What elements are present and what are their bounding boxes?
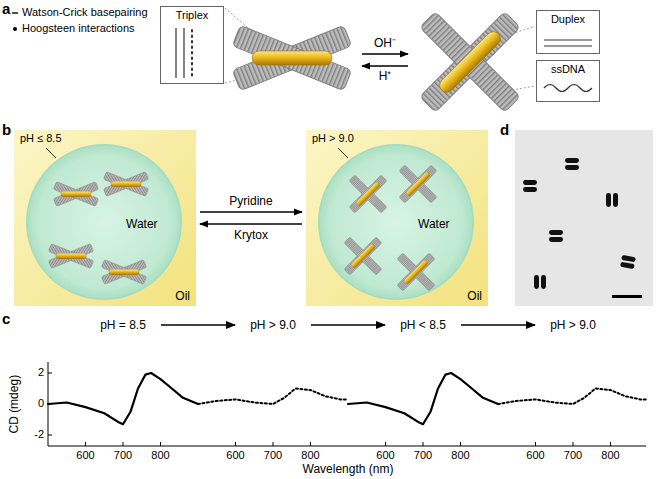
tick-label: 800 <box>601 449 619 462</box>
panel-letter: a <box>2 0 10 18</box>
oil-panel: Oil Water <box>14 130 196 306</box>
structure-box: Duplex <box>536 10 600 54</box>
reagent-label: H⁺ <box>379 69 392 83</box>
tick-label: 700 <box>414 449 432 462</box>
oil-panel: Oil Water <box>306 130 488 306</box>
ph-label: pH > 9.0 <box>250 318 296 332</box>
ph-label: pH < 8.5 <box>400 318 446 332</box>
tick-label: 800 <box>451 449 469 462</box>
axis-title: Wavelength (nm) <box>303 462 394 476</box>
ph-label: pH > 9.0 <box>550 318 596 332</box>
phase-label: Water <box>418 217 450 231</box>
leader-line <box>46 148 56 158</box>
structure-box: Triplex <box>160 6 224 84</box>
reaction-arrow <box>200 211 302 212</box>
tick-label: 600 <box>76 449 94 462</box>
reaction-arrow <box>362 53 408 54</box>
tick-label: 700 <box>114 449 132 462</box>
tick-label: 2 <box>38 366 44 379</box>
step-arrows <box>161 324 535 326</box>
reaction-arrow <box>200 223 302 224</box>
reagent-label: OH⁻ <box>374 36 396 50</box>
oil-phase <box>306 130 488 306</box>
reagent-label: Krytox <box>234 228 268 242</box>
nanorod-pairs <box>523 158 636 289</box>
tick-label: 600 <box>376 449 394 462</box>
origami-open <box>420 12 520 112</box>
reaction-arrow <box>362 65 408 66</box>
droplet-edge <box>27 145 181 299</box>
tick-label: 700 <box>564 449 582 462</box>
legend-sample-line <box>12 12 18 13</box>
droplet-outline <box>318 144 474 300</box>
tick-label: 0 <box>38 397 44 410</box>
duplex-strands <box>544 40 592 46</box>
ph-label: pH > 9.0 <box>312 132 354 145</box>
legend-text: Watson-Crick basepairing <box>22 6 148 19</box>
tick-label: 600 <box>526 449 544 462</box>
reagent-label: Pyridine <box>229 194 272 208</box>
droplet-edge <box>319 145 473 299</box>
water-droplet <box>26 144 182 300</box>
tick-label: 700 <box>264 449 282 462</box>
panel-letter: b <box>2 121 11 139</box>
box-title: ssDNA <box>537 61 599 76</box>
leader-line <box>338 148 348 158</box>
scale-bar <box>612 295 642 298</box>
box-title: Triplex <box>161 7 223 22</box>
water-droplet <box>318 144 474 300</box>
oil-phase <box>14 130 196 306</box>
legend-sample-dot <box>13 27 17 31</box>
cd-spectra <box>48 373 646 424</box>
phase-label: Oil <box>175 289 190 303</box>
ssdna-strand <box>544 85 592 92</box>
tick-label: 800 <box>301 449 319 462</box>
legend-text: Hoogsteen interactions <box>22 22 135 35</box>
box-title: Duplex <box>537 11 599 26</box>
tick-label: -2 <box>34 428 44 441</box>
origami-closed <box>232 25 352 90</box>
droplet-outline <box>26 144 182 300</box>
panel-letter: c <box>2 310 10 328</box>
tem-image <box>515 130 653 306</box>
panel-letter: d <box>500 121 509 139</box>
structure-box: ssDNA <box>536 60 600 102</box>
droplet-origami <box>48 165 437 291</box>
water-droplet: Water <box>26 144 182 300</box>
axis-title: CD (mdeg) <box>7 375 21 434</box>
phase-label: Oil <box>467 289 482 303</box>
tick-label: 800 <box>151 449 169 462</box>
plot-axes <box>48 362 646 446</box>
ph-label: pH ≤ 8.5 <box>20 132 62 145</box>
ph-label: pH = 8.5 <box>100 318 146 332</box>
tick-label: 600 <box>226 449 244 462</box>
phase-label: Water <box>126 217 158 231</box>
triplex-strands <box>176 28 192 78</box>
water-droplet: Water <box>318 144 474 300</box>
